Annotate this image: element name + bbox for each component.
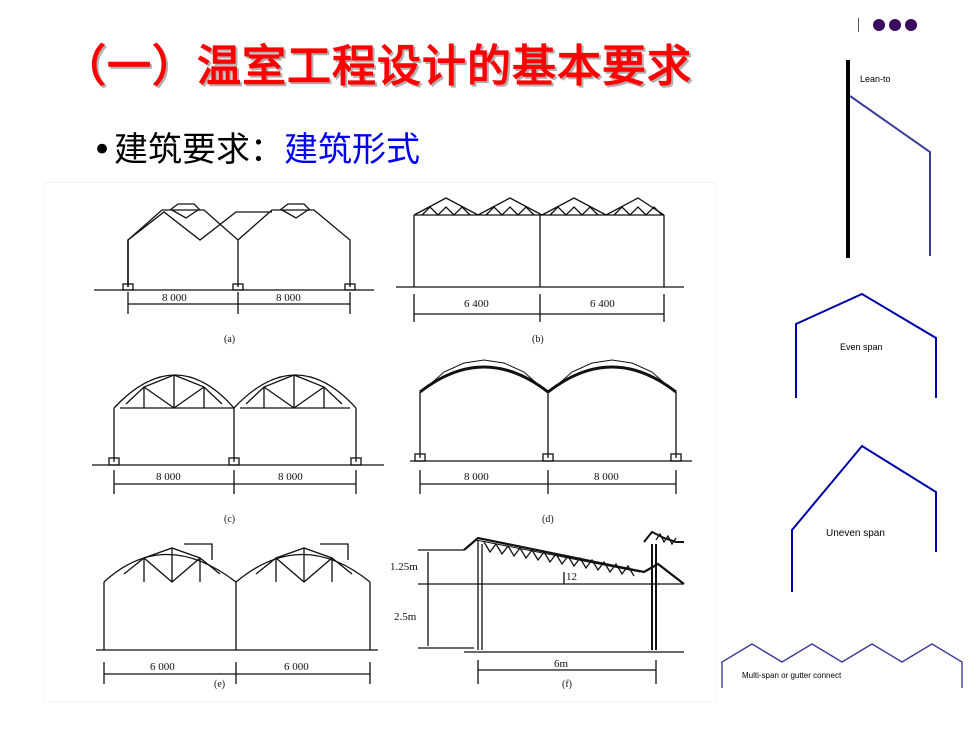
figure-caption: (e)	[214, 679, 225, 690]
dot-icon	[905, 19, 917, 31]
dim-label: 2.5m	[394, 611, 417, 623]
diagram-d	[410, 359, 692, 494]
multi-span-panel: Multi-span or gutter connect	[716, 622, 980, 692]
greenhouse-section-figure: 8 000 8 000 (a) 6 400 6 400 (b) 8 000 8 …	[44, 182, 716, 702]
dim-label: 6 000	[150, 661, 175, 673]
dim-label: 8 000	[464, 471, 489, 483]
dim-label: 8 000	[156, 471, 181, 483]
slide-title: （一）温室工程设计的基本要求	[62, 41, 692, 92]
uneven-span-panel: Uneven span	[791, 444, 937, 592]
diagram-b	[396, 197, 684, 322]
dim-label: 8 000	[276, 292, 301, 304]
dim-label: 1.25m	[390, 561, 418, 573]
diagram-a	[94, 203, 374, 314]
multi-span-label: Multi-span or gutter connect	[742, 671, 842, 680]
diagram-c	[92, 374, 384, 494]
figure-caption: (c)	[224, 514, 235, 525]
dim-label: 6 400	[590, 298, 615, 310]
figure-caption: (b)	[532, 334, 544, 345]
even-span-label: Even span	[840, 342, 883, 352]
divider	[858, 18, 859, 32]
diagram-e	[96, 543, 378, 684]
figure-caption: (a)	[224, 334, 235, 345]
figure-caption: (d)	[542, 514, 554, 525]
figure-caption: (f)	[562, 679, 572, 690]
bullet-prefix: 建筑要求：	[114, 130, 284, 170]
bullet-item: •建筑要求：建筑形式	[92, 122, 420, 171]
uneven-span-label: Uneven span	[826, 528, 885, 539]
dim-label: 6 000	[284, 661, 309, 673]
dot-icon	[889, 19, 901, 31]
dim-label: 6m	[554, 658, 569, 670]
bullet-icon: •	[92, 130, 113, 170]
diagram-f	[418, 530, 685, 684]
dim-label: 8 000	[594, 471, 619, 483]
dim-label: 8 000	[278, 471, 303, 483]
dim-label: 6 400	[464, 298, 489, 310]
dim-label: 8 000	[162, 292, 187, 304]
lean-to-label: Lean-to	[860, 74, 891, 84]
decorative-dots	[858, 18, 921, 32]
bullet-highlight: 建筑形式	[284, 130, 420, 170]
even-span-panel: Even span	[795, 292, 937, 398]
lean-to-panel: Lean-to	[846, 60, 931, 258]
dim-label: 12	[566, 571, 577, 583]
dot-icon	[873, 19, 885, 31]
